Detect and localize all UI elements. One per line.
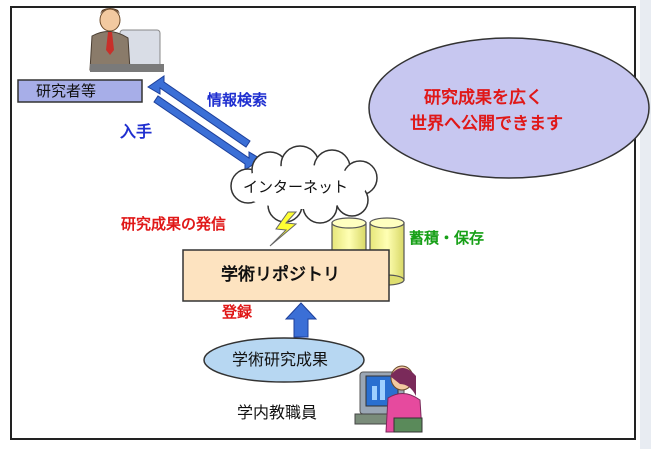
register-label: 登録 <box>222 303 253 321</box>
researcher-box <box>17 79 143 103</box>
slogan-line1: 研究成果を広く <box>424 88 543 108</box>
faculty-label: 学内教職員 <box>237 403 318 422</box>
faculty-illustration <box>354 365 423 433</box>
research-results-label: 学術研究成果 <box>232 350 329 369</box>
slogan-line2: 世界へ公開できます <box>410 114 563 134</box>
researcher-label: 研究者等 <box>36 82 97 100</box>
repository-box <box>182 249 390 302</box>
internet-label: インターネット <box>243 178 349 196</box>
slogan-ellipse <box>368 37 650 179</box>
internet-cloud <box>230 145 378 224</box>
register-arrow <box>284 302 318 338</box>
researcher-illustration <box>89 8 164 72</box>
window-edge-strip <box>640 0 651 449</box>
lightning-bolt-icon <box>269 211 298 247</box>
repository-label: 学術リポジトリ <box>221 265 340 285</box>
obtain-label: 入手 <box>120 122 153 141</box>
dissemination-label: 研究成果の発信 <box>121 215 227 233</box>
storage-label: 蓄積・保存 <box>409 229 485 247</box>
research-results-oval <box>203 337 365 383</box>
info-search-label: 情報検索 <box>207 91 268 109</box>
